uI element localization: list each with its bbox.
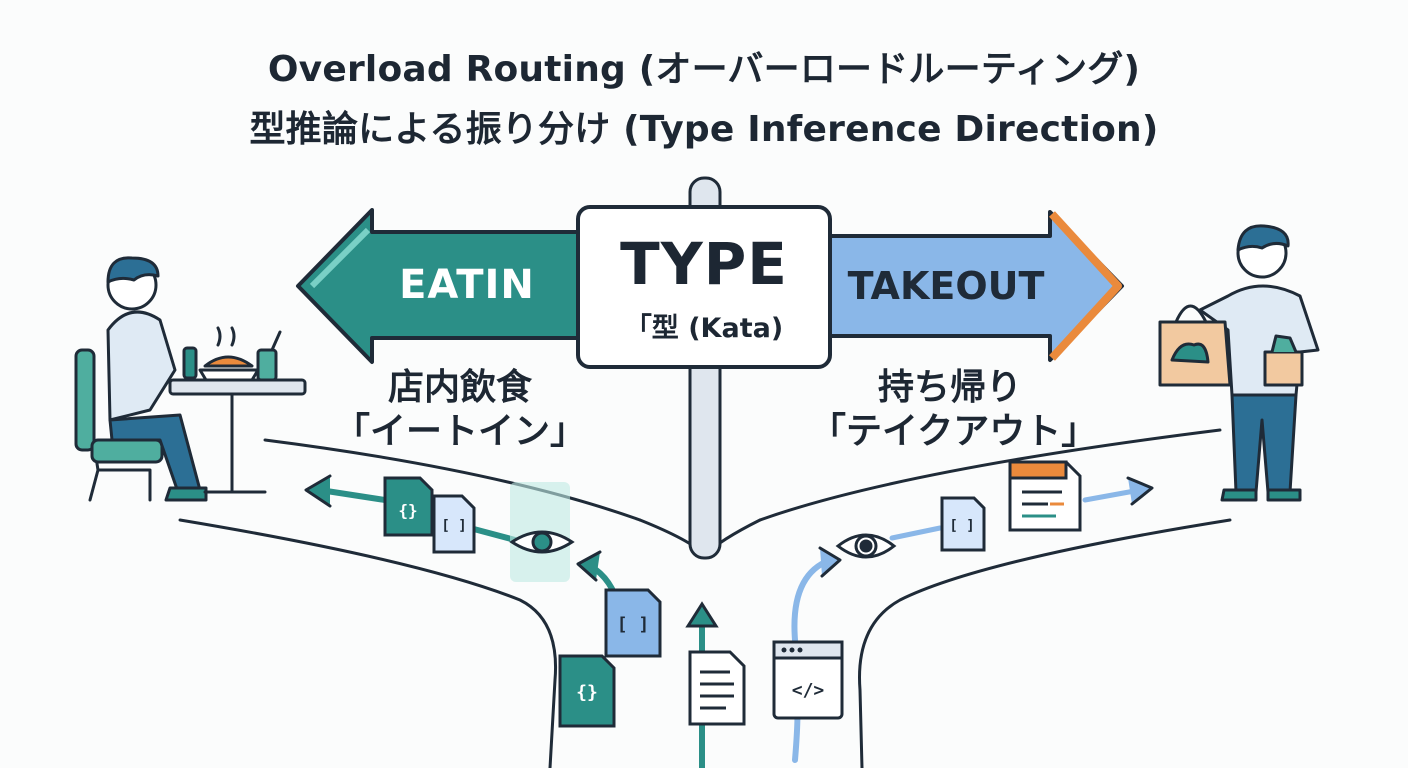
eatin-caption-line-2: 「イートイン」: [333, 411, 586, 452]
title-line-1: Overload Routing (オーバーロードルーティング): [267, 49, 1141, 90]
doc-braces-1-text: {}: [398, 501, 417, 520]
eatin-label: EATIN: [399, 262, 535, 308]
takeout-caption-line-2: 「テイクアウト」: [810, 411, 1098, 452]
eating-person-icon: [74, 256, 307, 502]
sign-main-text: TYPE: [620, 230, 788, 298]
takeout-person-icon: [1158, 224, 1320, 502]
eatin-arrow: [296, 208, 592, 364]
doc-brackets-3: [ ]: [940, 496, 986, 552]
road-lines: [178, 428, 1232, 768]
doc-braces-2: {}: [558, 654, 616, 728]
code-window-text: </>: [792, 680, 825, 701]
eye-icon-right: [835, 533, 897, 559]
title-line-2: 型推論による振り分け (Type Inference Direction): [249, 109, 1159, 150]
doc-brackets-1-text: [ ]: [441, 518, 466, 534]
doc-brackets-2-text: [ ]: [617, 614, 650, 635]
takeout-label: TAKEOUT: [847, 264, 1045, 308]
doc-braces-2-text: {}: [576, 682, 598, 703]
takeout-caption-line-1: 持ち帰り: [877, 367, 1022, 408]
doc-brackets-3-text: [ ]: [949, 518, 974, 534]
doc-brackets-1: [ ]: [432, 494, 476, 554]
doc-form: [1008, 460, 1082, 532]
eye-icon-left: [509, 530, 575, 554]
type-sign: [576, 205, 832, 369]
takeout-arrow: [818, 210, 1124, 362]
doc-brackets-2: [ ]: [604, 588, 662, 658]
sign-sub-text: 「型 (Kata): [624, 313, 784, 344]
doc-braces-1: {}: [383, 476, 434, 537]
doc-lines-center: [688, 650, 746, 726]
code-window: </>: [772, 640, 844, 720]
eatin-caption-line-1: 店内飲食: [387, 367, 532, 408]
